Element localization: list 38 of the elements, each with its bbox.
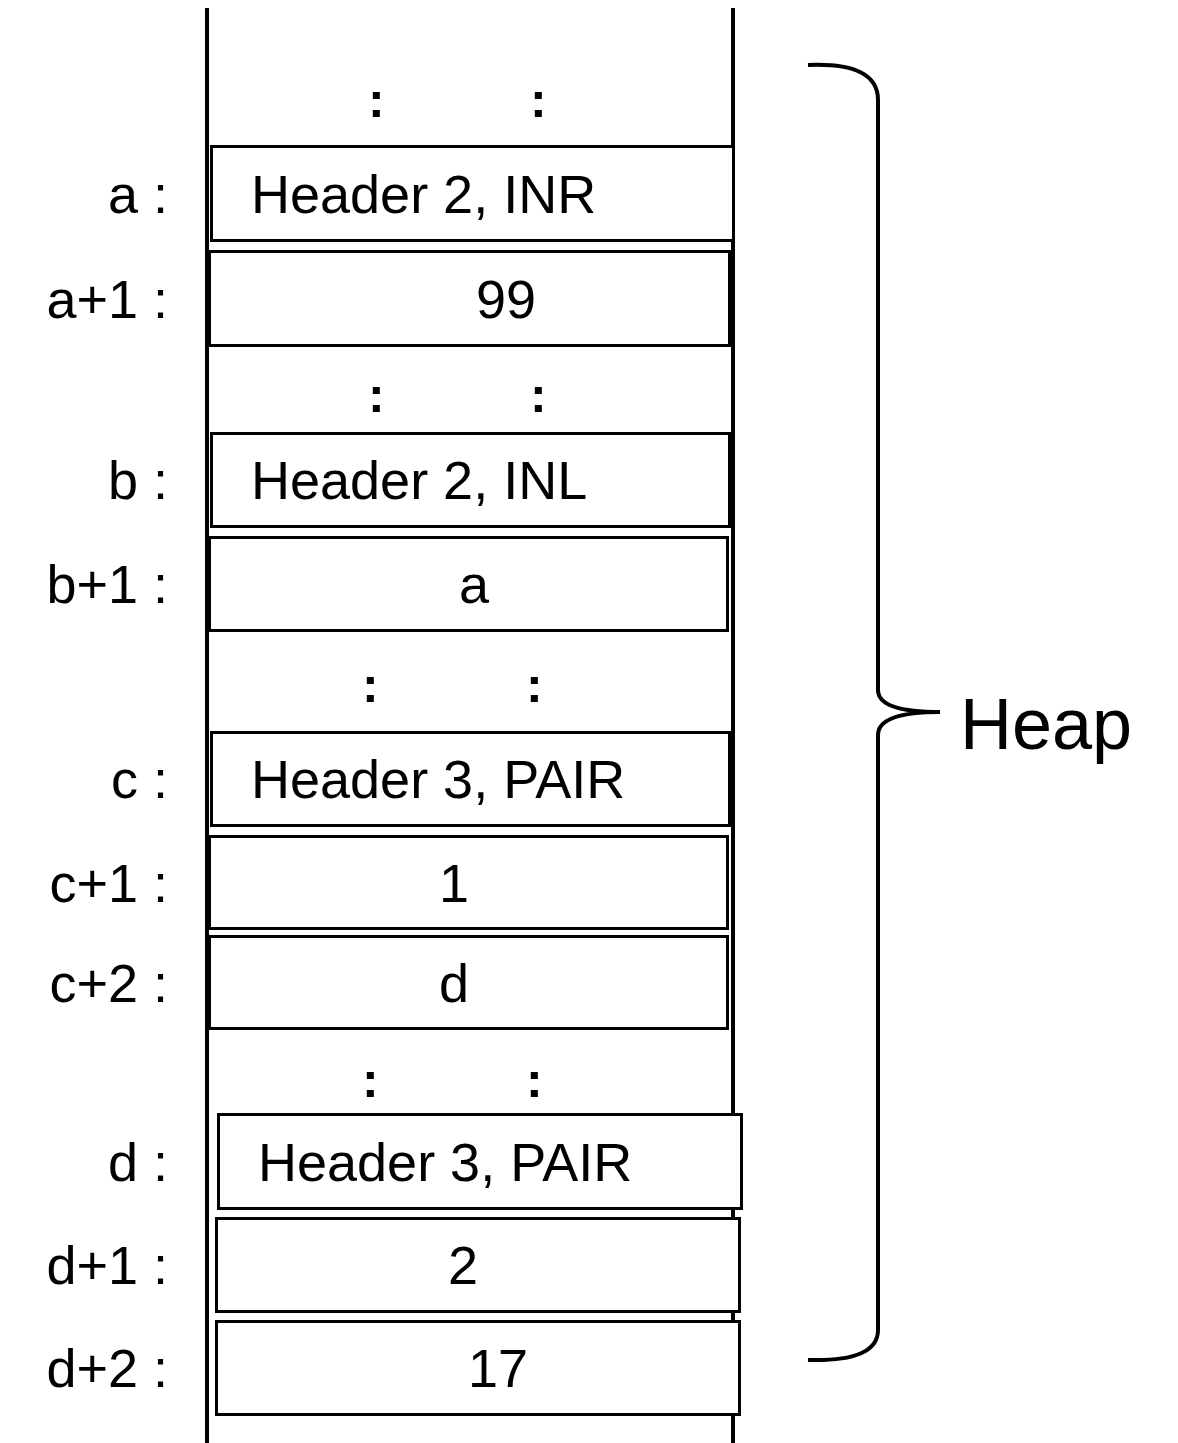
ellipsis-mark: : xyxy=(526,1055,543,1105)
cell-value: 99 xyxy=(476,271,537,326)
memory-cell xyxy=(208,250,731,347)
address-label: d+2 : xyxy=(46,1341,168,1395)
ellipsis-mark: : xyxy=(368,75,385,125)
address-label: b+1 : xyxy=(46,557,168,611)
address-label: c : xyxy=(111,752,168,806)
ellipsis-mark: : xyxy=(526,660,543,710)
ellipsis-mark: : xyxy=(362,660,379,710)
memory-cell xyxy=(210,731,731,827)
memory-cell xyxy=(215,1320,741,1416)
cell-value: d xyxy=(439,955,470,1010)
cell-value: Header 3, PAIR xyxy=(251,752,626,806)
address-label: b : xyxy=(107,453,168,507)
address-label: d+1 : xyxy=(46,1238,168,1292)
cell-value: Header 2, INR xyxy=(251,166,597,221)
memory-cell xyxy=(208,835,729,930)
memory-cell xyxy=(210,145,735,242)
cell-value: 1 xyxy=(439,855,470,910)
cell-value: Header 3, PAIR xyxy=(258,1134,633,1189)
memory-cell xyxy=(210,432,731,528)
ellipsis-mark: : xyxy=(530,75,547,125)
memory-cell xyxy=(217,1113,743,1210)
address-label: d : xyxy=(107,1134,168,1189)
ellipsis-mark: : xyxy=(362,1055,379,1105)
cell-value: 2 xyxy=(448,1238,479,1292)
memory-cell xyxy=(208,935,729,1030)
cell-value: Header 2, INL xyxy=(251,453,588,507)
address-label: c+2 : xyxy=(49,955,168,1010)
address-label: c+1 : xyxy=(49,855,168,910)
address-label: a : xyxy=(107,166,168,221)
ellipsis-mark: : xyxy=(530,370,547,420)
memory-cell xyxy=(208,536,729,632)
ellipsis-mark: : xyxy=(368,370,385,420)
memory-cell xyxy=(215,1217,741,1313)
address-label: a+1 : xyxy=(46,271,168,326)
cell-value: a xyxy=(459,557,490,611)
cell-value: 17 xyxy=(468,1341,529,1395)
